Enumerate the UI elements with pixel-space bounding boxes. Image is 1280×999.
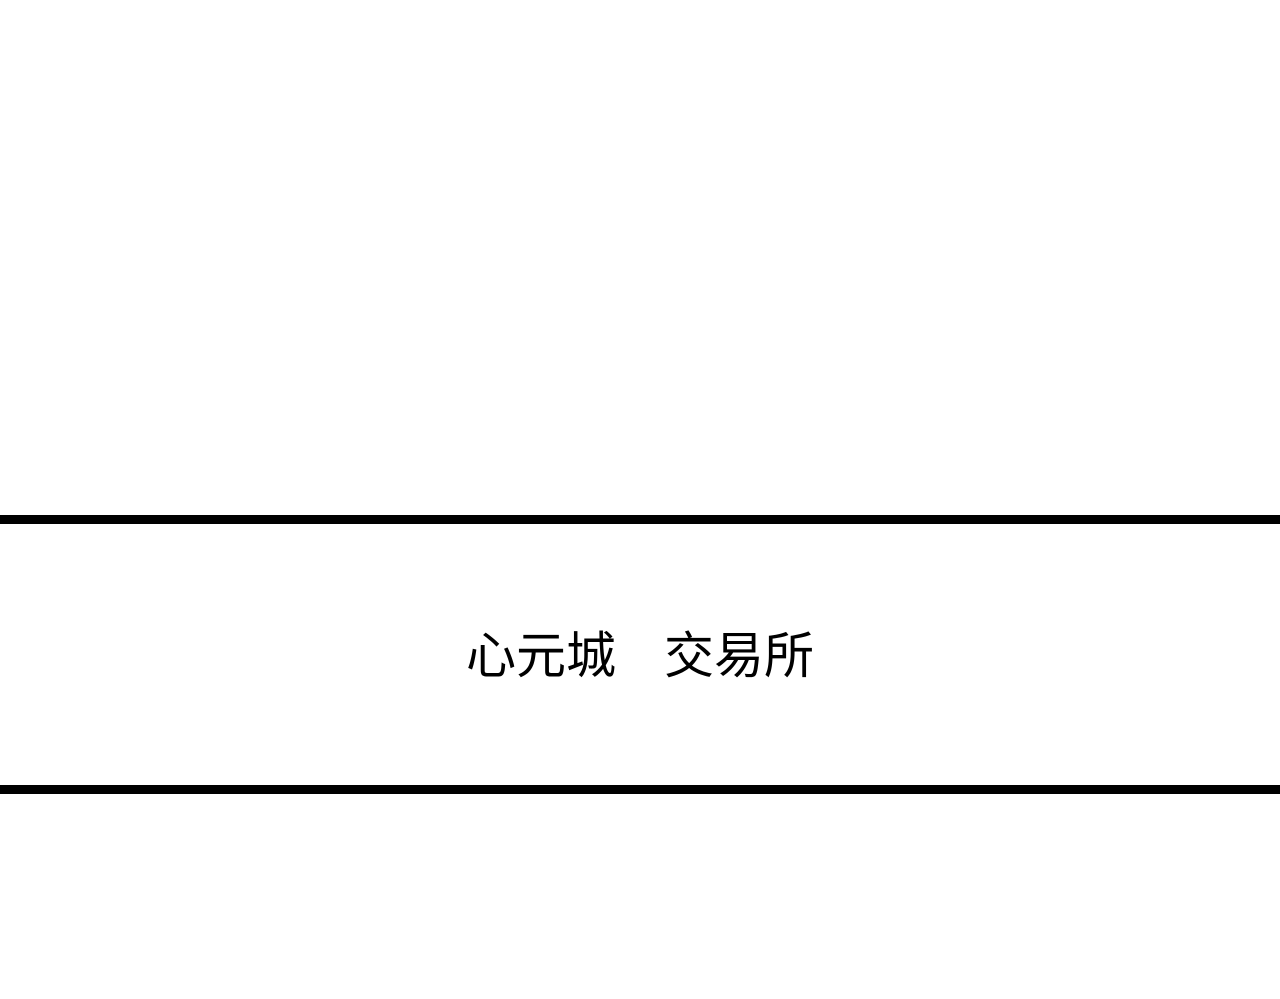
bottom-divider-bar bbox=[0, 785, 1280, 794]
blank-upper-panel bbox=[0, 0, 1280, 515]
top-divider-bar bbox=[0, 515, 1280, 524]
blank-lower-panel bbox=[0, 794, 1280, 999]
location-caption-panel: 心元城 交易所 bbox=[0, 524, 1280, 785]
location-caption: 心元城 交易所 bbox=[466, 631, 814, 681]
caption-location-name: 交易所 bbox=[664, 626, 814, 685]
caption-place-name: 心元城 bbox=[466, 626, 616, 685]
